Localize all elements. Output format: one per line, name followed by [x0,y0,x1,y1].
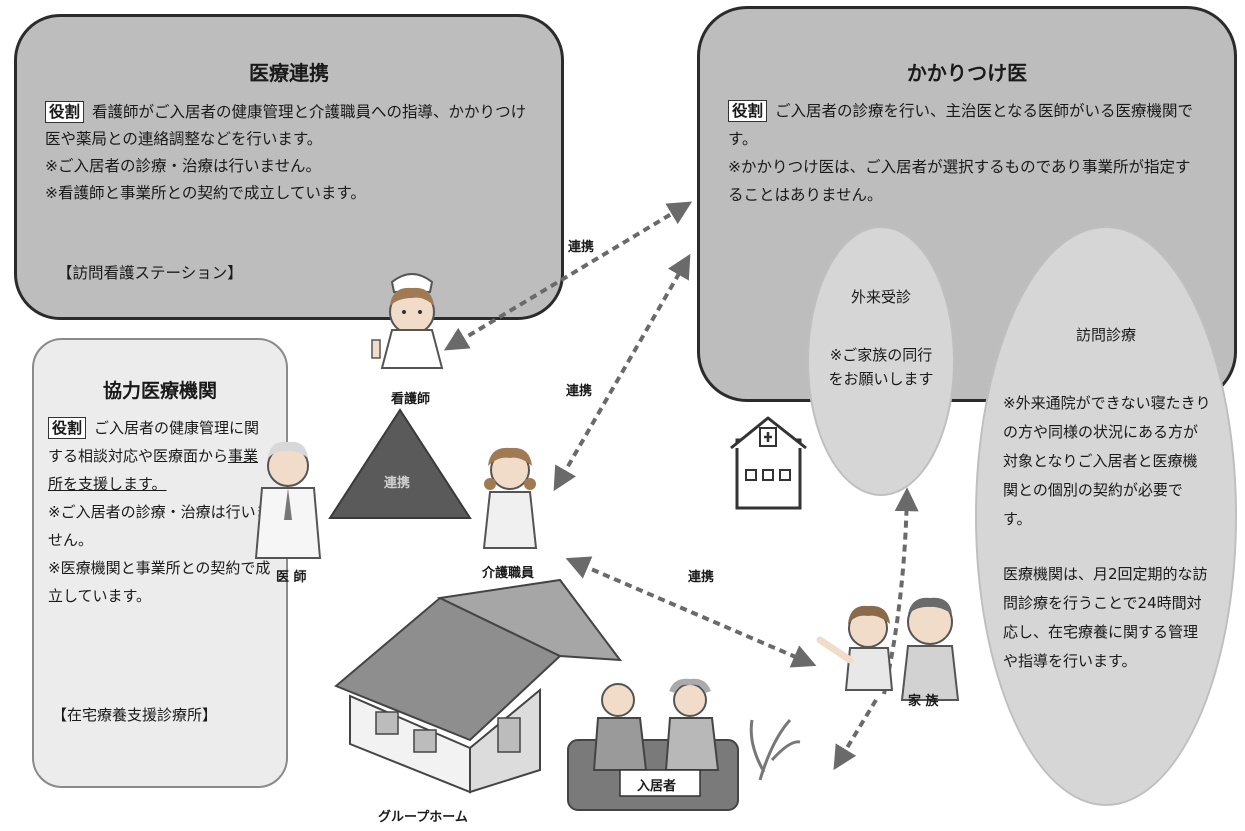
home-visit-detail: 医療機関は、月2回定期的な訪問診療を行うことで24時間対応し、在宅療養に関する管… [1003,565,1208,670]
home-visit-eligibility: ※外来通院ができない寝たきりの方や同様の状況にある方が対象となりご入居者と医療機… [1003,394,1211,528]
resident-label: 入居者 [637,779,677,794]
link-label-bottom: 連携 [688,570,715,585]
group-home-label: グループホーム [378,810,468,825]
outpatient-title: 外来受診 [850,288,911,306]
arrow-family-outpatient [882,487,919,695]
doctor-label: 医 師 [276,570,307,585]
care-staff-label: 介護職員 [482,566,535,581]
role-tag: 役割 [728,100,768,122]
home-visit-oval: 訪問診療 ※外来通院ができない寝たきりの方や同様の状況にある方が対象となりご入居… [975,226,1237,806]
arrow-care-staff-family-doctor [553,253,691,492]
family-doctor-box: かかりつけ医 役割ご入居者の診療を行い、主治医となる医師がいる医療機関です。 ※… [697,6,1237,402]
link-label-top: 連携 [568,240,595,255]
triangle-label: 連携 [384,476,411,491]
outpatient-body: ※ご家族の同行をお願いします [828,346,934,388]
family-doctor-body: 役割ご入居者の診療を行い、主治医となる医師がいる医療機関です。 ※かかりつけ医は… [728,97,1204,209]
family-doctor-role-text: ご入居者の診療を行い、主治医となる医師がいる医療機関です。 [728,102,1194,148]
cooperating-role-text: ご入居者の健康管理に関する相談対応や医療面から [48,419,260,465]
role-tag: 役割 [48,417,87,439]
cooperating-note-2: ※医療機関と事業所との契約で成立しています。 [48,559,271,605]
nursing-note-2: ※看護師と事業所との契約で成立しています。 [45,184,366,202]
family-illustration [816,597,960,701]
family-doctor-note: ※かかりつけ医は、ご入居者が選択するものであり事業所が指定することはありません。 [728,158,1191,204]
care-staff-illustration [482,447,538,549]
home-visit-body: ※外来通院ができない寝たきりの方や同様の状況にある方が対象となりご入居者と医療機… [1003,374,1211,691]
home-visit-title: 訪問診療 [1075,326,1136,344]
link-label-mid: 連携 [566,384,593,399]
nursing-coordination-box: 医療連携 役割看護師がご入居者の健康管理と介護職員への指導、かかりつけ医や薬局と… [14,14,564,320]
cooperating-note-1: ※ご入居者の診療・治療は行いません。 [48,503,271,549]
nursing-note-1: ※ご入居者の診療・治療は行いません。 [45,157,322,175]
nursing-coordination-title: 医療連携 [249,61,329,85]
outpatient-oval: 外来受診 ※ご家族の同行をお願いします [807,226,955,496]
nurse-label: 看護師 [391,392,431,407]
arrow-family-resident [833,698,878,771]
nursing-role-text: 看護師がご入居者の健康管理と介護職員への指導、かかりつけ医や薬局との連絡調整など… [45,103,527,148]
cooperating-medical-institution-box: 協力医療機関 役割ご入居者の健康管理に関する相談対応や医療面から事業所を支援しま… [32,338,288,788]
nursing-coordination-body: 役割看護師がご入居者の健康管理と介護職員への指導、かかりつけ医や薬局との連絡調整… [45,99,535,207]
visiting-nurse-station-label: 【訪問看護ステーション】 [57,264,243,282]
cooperating-support-text: 事業所を支援します。 [48,447,259,493]
home-care-clinic-label: 【在宅療養支援診療所】 [52,706,218,724]
family-doctor-title: かかりつけ医 [906,61,1028,85]
group-home-illustration [334,578,623,794]
hospital-icon [730,416,807,510]
residents-illustration [567,678,801,811]
coordination-triangle [328,408,472,519]
family-label: 家 族 [908,694,939,709]
cooperating-title: 協力医療機関 [102,380,217,402]
cooperating-body: 役割ご入居者の健康管理に関する相談対応や医療面から事業所を支援します。 ※ご入居… [48,414,272,610]
role-tag: 役割 [45,101,85,123]
